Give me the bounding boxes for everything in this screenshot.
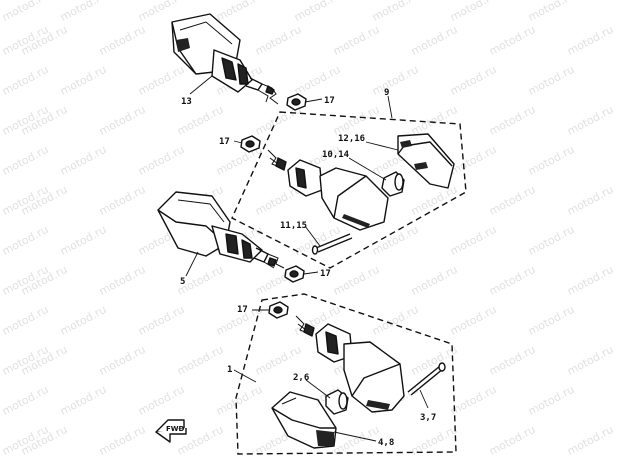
bulb-2-6 xyxy=(325,389,349,415)
bulb-10-14 xyxy=(381,171,405,197)
lens-4-8 xyxy=(271,391,337,449)
callout-10-14: 10,14 xyxy=(322,150,350,160)
screw-3-7 xyxy=(407,362,446,396)
callout-17-assembly5: 17 xyxy=(320,269,331,279)
callout-5: 5 xyxy=(180,277,185,287)
callout-4-8: 4,8 xyxy=(378,438,394,448)
callout-13: 13 xyxy=(181,97,192,107)
callout-9: 9 xyxy=(384,88,389,98)
callout-labels: 13 17 9 17 12,16 10,14 11,15 5 17 17 1 2… xyxy=(180,88,436,448)
callout-11-15: 11,15 xyxy=(280,221,307,231)
turn-signal-assembly-5 xyxy=(157,191,285,269)
assembly-9-boundary xyxy=(231,111,467,269)
callout-17-upper: 17 xyxy=(324,96,335,106)
nut-17-lower xyxy=(268,301,289,319)
fwd-label: FWD xyxy=(166,425,185,433)
assembly-1-boundary xyxy=(235,293,457,455)
leader-lines xyxy=(185,75,429,442)
screw-11-15 xyxy=(311,233,353,255)
callout-12-16: 12,16 xyxy=(338,134,365,144)
nut-17-upper xyxy=(286,93,307,111)
lens-12-16 xyxy=(397,133,455,189)
forward-direction-marker: FWD xyxy=(155,419,187,443)
callout-2-6: 2,6 xyxy=(293,373,309,383)
turn-signal-body-group1 xyxy=(295,315,405,413)
callout-1: 1 xyxy=(227,365,232,375)
turn-signal-body-group9 xyxy=(267,149,389,231)
callout-17-group9: 17 xyxy=(219,137,230,147)
callout-17-lower: 17 xyxy=(237,305,248,315)
nut-17-group9 xyxy=(240,135,261,153)
nut-17-assembly5 xyxy=(284,265,305,283)
turn-signal-assembly-13 xyxy=(171,13,279,105)
callout-3-7: 3,7 xyxy=(420,413,436,423)
